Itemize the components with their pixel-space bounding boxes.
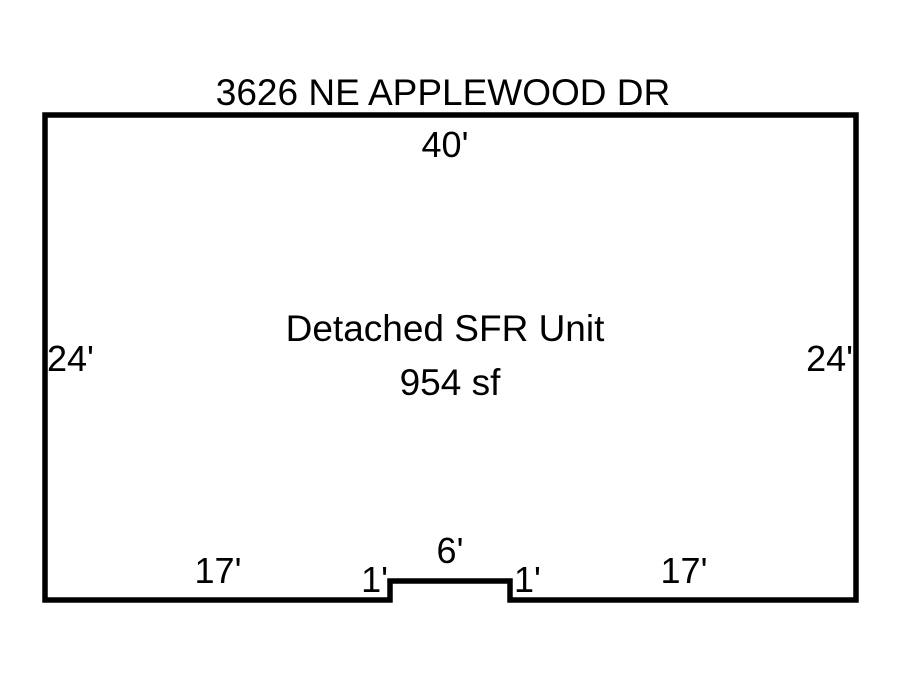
unit-area: 954 sf — [400, 362, 502, 403]
dimension-bottom-right: 17' — [661, 550, 708, 591]
address-title: 3626 NE APPLEWOOD DR — [216, 72, 670, 113]
dimension-right: 24' — [806, 338, 853, 379]
dimension-notch-top: 6' — [437, 530, 464, 571]
unit-label: Detached SFR Unit — [286, 308, 605, 349]
dimension-notch-left: 1' — [361, 559, 388, 600]
dimension-bottom-left: 17' — [195, 550, 242, 591]
dimension-notch-right: 1' — [514, 559, 541, 600]
dimension-top: 40' — [422, 124, 469, 165]
dimension-left: 24' — [47, 338, 94, 379]
building-outline — [42, 112, 859, 603]
